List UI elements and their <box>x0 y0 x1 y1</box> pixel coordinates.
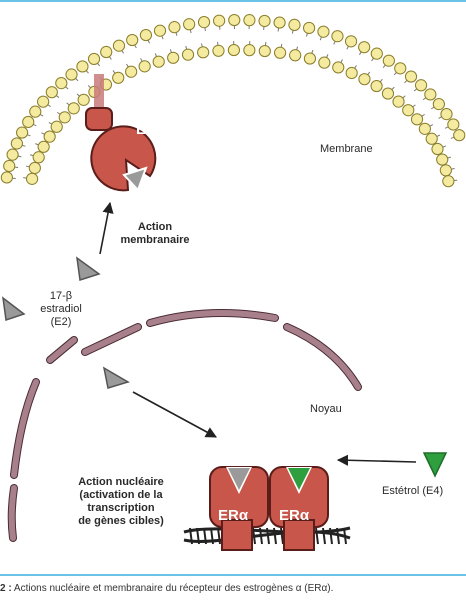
estetrol-label: Estétrol (E4) <box>382 485 444 497</box>
estradiol-ligand-icon <box>76 256 101 281</box>
estetrol-ligand-icon <box>422 452 448 478</box>
estradiol-label: 17-β estradiol (E2) <box>40 290 82 328</box>
arrow-to-nucleus <box>132 391 217 438</box>
estradiol-ligand-icon <box>102 366 130 389</box>
figure-caption: 2 : Actions nucléaire et membranaire du … <box>0 583 466 594</box>
top-frame-rule <box>0 0 466 2</box>
nuclear-receptor-left-label: ERα <box>218 507 249 524</box>
nuclear-receptor-right-label: ERα <box>279 507 310 524</box>
nuclear-receptor-dimer <box>209 466 329 551</box>
caption-text: Actions nucléaire et membranaire du réce… <box>11 583 334 594</box>
nucleus-label: Noyau <box>310 403 342 415</box>
membrane-receptor <box>85 74 157 192</box>
bottom-frame-rule <box>0 574 466 576</box>
caption-number: 2 : <box>0 583 12 594</box>
estrogen-receptor-diagram <box>0 13 466 551</box>
membrane-label: Membrane <box>320 143 373 155</box>
cell-membrane-bilayer <box>0 13 466 188</box>
nuclear-action-label: Action nucléaire (activation de la trans… <box>78 476 164 527</box>
nuclear-envelope <box>7 309 362 542</box>
arrow-from-estetrol <box>336 454 417 466</box>
membrane-receptor-label: ERα <box>136 121 167 138</box>
estradiol-ligand-icon <box>2 296 26 321</box>
arrow-to-membrane <box>99 201 114 255</box>
dna-strand <box>183 526 351 545</box>
membrane-action-label: Action membranaire <box>120 221 190 246</box>
